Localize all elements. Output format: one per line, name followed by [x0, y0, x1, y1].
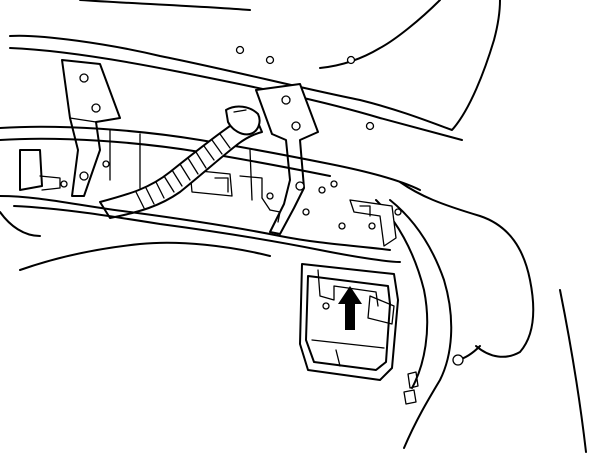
callout-arrow-up — [338, 286, 362, 330]
hood-panel — [9, 0, 501, 141]
fender-bolt — [452, 354, 464, 366]
cowl-panel — [0, 125, 421, 211]
hood-bolt-hole-2 — [265, 55, 275, 65]
hood-bolt-hole-3 — [346, 55, 356, 65]
fastener-details — [39, 160, 310, 223]
fender-bracket — [318, 180, 402, 247]
hood-bolt-hole-4 — [365, 121, 375, 131]
corrugated-hose — [99, 105, 263, 219]
hood-bolt-hole-1 — [235, 45, 245, 55]
right-hood-hinge — [255, 83, 319, 235]
right-fender — [375, 181, 587, 453]
front-body-sweep — [0, 195, 401, 271]
